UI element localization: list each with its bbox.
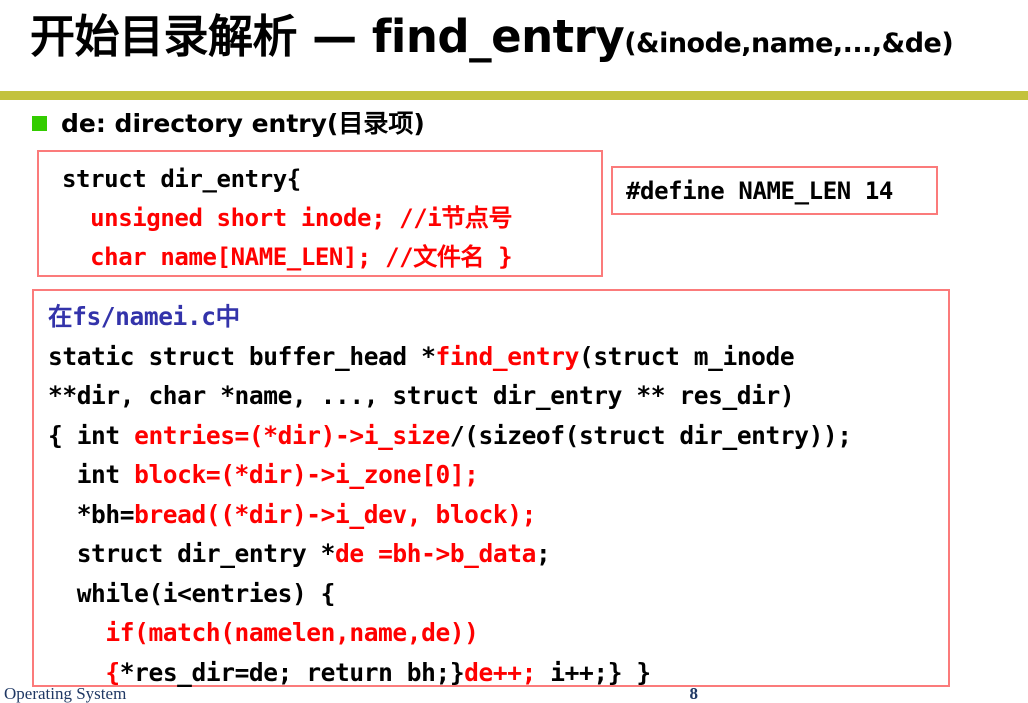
code-line: struct dir_entry{ [39, 160, 601, 199]
code-token: find_entry [435, 341, 579, 371]
code-line: char name[NAME_LEN]; //文件名 } [39, 238, 601, 277]
code-token: char name[NAME_LEN]; //文件名 } [62, 243, 513, 271]
code-token: static struct buffer_head * [48, 341, 436, 371]
code-token: bh->b_data [392, 539, 536, 568]
code-line: **dir, char *name, ..., struct dir_entry… [34, 376, 948, 416]
code-line: struct dir_entry *de =bh->b_data; [34, 534, 948, 574]
code-token: de = [335, 539, 393, 568]
code-token: while(i<entries) { [48, 578, 336, 608]
define-name-len-box: #define NAME_LEN 14 [611, 166, 938, 215]
code-token: block=(*dir)->i_zone[0]; [134, 460, 479, 489]
code-token: if(match(namelen,name,de)) [105, 618, 479, 647]
code-line: int block=(*dir)->i_zone[0]; [34, 455, 948, 495]
code-token: **dir, char *name, ..., struct dir_entry… [48, 381, 795, 410]
code-line: while(i<entries) { [34, 574, 948, 614]
code-token [48, 618, 105, 647]
code-token: /(sizeof(struct dir_entry)); [449, 420, 852, 450]
code-token: entries=(*dir)->i_size [134, 420, 450, 450]
code-line: *bh=bread((*dir)->i_dev, block); [34, 495, 948, 535]
code-line: {*res_dir=de; return bh;}de++; i++;} } [34, 653, 948, 693]
bullet-label: de: directory entry(目录项) [61, 109, 425, 138]
footer-course-name: Operating System [4, 687, 127, 703]
code-token: ; [535, 539, 551, 568]
define-text: #define NAME_LEN 14 [626, 176, 893, 205]
struct-dir-entry-code-box: struct dir_entry{ unsigned short inode; … [37, 150, 603, 277]
code-token: { [48, 657, 120, 687]
page-title-args: (&inode,name,...,&de) [624, 28, 954, 59]
page-title-main: 开始目录解析 — find_entry [30, 10, 625, 63]
code-line: if(match(namelen,name,de)) [34, 613, 948, 653]
code-token: de++; [464, 657, 536, 687]
code-token: i++;} } [535, 657, 651, 687]
code-token: *bh= [48, 499, 135, 529]
code-line: unsigned short inode; //i节点号 [39, 199, 601, 238]
code-line: { int entries=(*dir)->i_size/(sizeof(str… [34, 416, 948, 456]
code-lines-container: struct dir_entry{ unsigned short inode; … [39, 160, 601, 277]
code-token: *res_dir=de; return bh;} [119, 657, 465, 687]
slide-footer: Operating System 8 [0, 687, 1028, 703]
code-token: struct dir_entry{ [62, 165, 301, 193]
code-line: 在fs/namei.c中 [34, 297, 948, 337]
code-token: struct dir_entry * [48, 539, 336, 568]
green-square-bullet-icon [32, 116, 47, 132]
bullet-row: de: directory entry(目录项) [32, 110, 425, 138]
code-token: (struct m_inode [578, 341, 795, 371]
code-token: 中 [215, 302, 241, 331]
code-token: unsigned short inode; //i节点号 [62, 204, 513, 232]
code-token: fs/namei.c [72, 302, 216, 331]
page-title: 开始目录解析 — find_entry(&inode,name,...,&de) [30, 14, 1010, 59]
code-token: int [48, 460, 135, 489]
code-token: 在 [48, 302, 73, 331]
title-divider [0, 91, 1028, 100]
code-token: { int [48, 420, 135, 450]
footer-page-number: 8 [689, 687, 699, 703]
code-line: static struct buffer_head *find_entry(st… [34, 337, 948, 377]
code-token: bread((*dir)->i_dev, block); [134, 499, 536, 529]
